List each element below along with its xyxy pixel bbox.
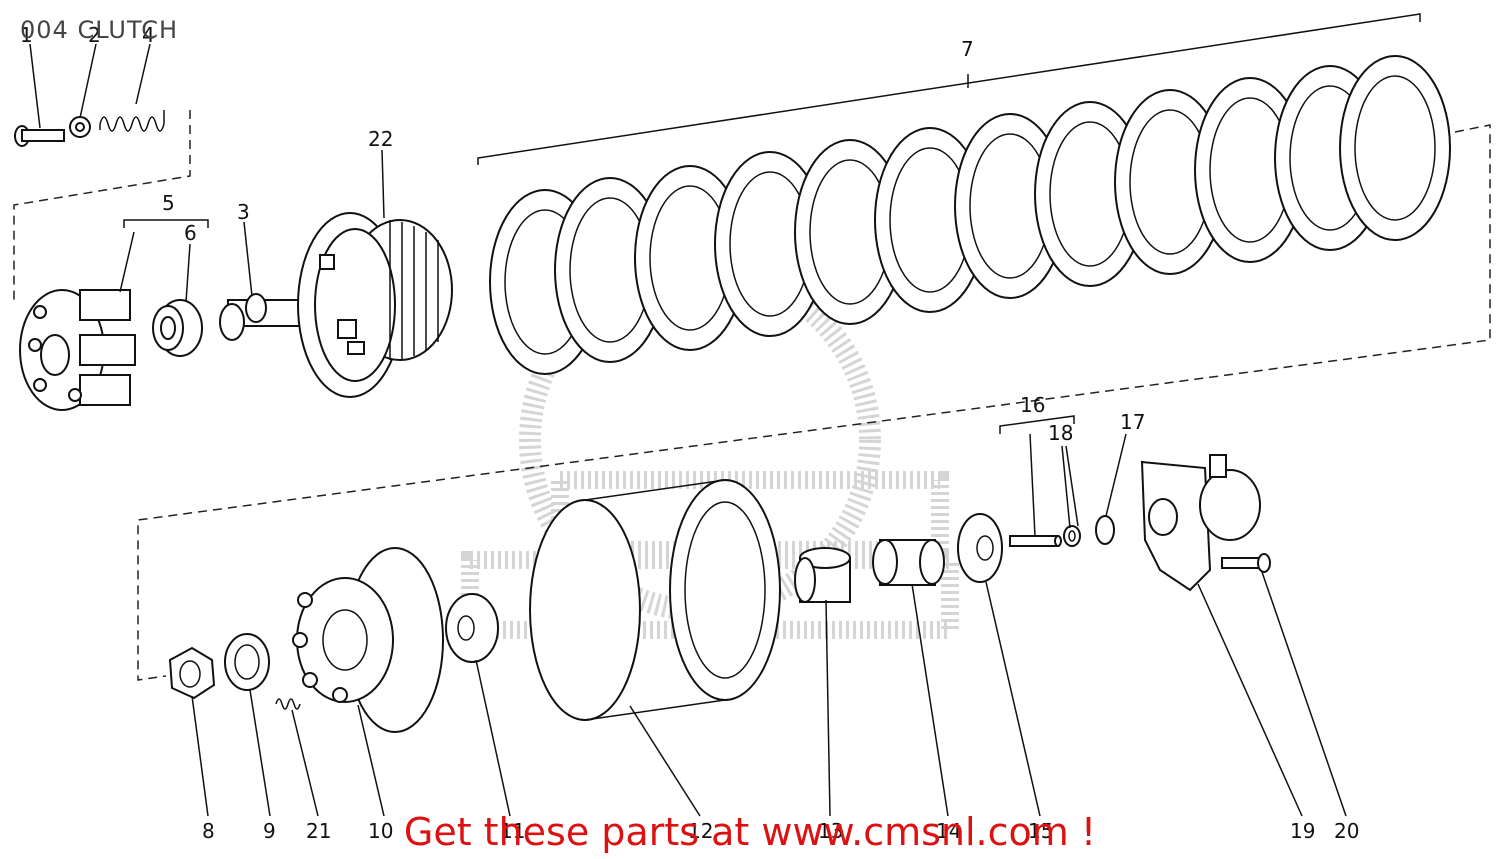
leader-lines [29,43,1347,817]
callout-2: 2 [88,23,101,47]
callout-11: 11 [500,819,525,843]
callout-6: 6 [184,221,197,245]
washer-part-2 [69,116,91,138]
callout-1: 1 [20,23,33,47]
lock-washer-part-9 [224,633,270,691]
pressure-plate-part-5 [19,289,136,411]
hub-part-10 [292,547,444,733]
callout-16: 16 [1020,393,1045,417]
circlip-part-17 [1095,515,1115,545]
bracket-5 [123,219,209,228]
callout-9: 9 [263,819,276,843]
thrust-washer-part-15 [957,513,1003,583]
callout-4: 4 [142,23,155,47]
assembly-frame-upper [13,110,191,300]
callout-13: 13 [818,819,843,843]
bracket-16 [999,415,1075,434]
nut-part-8 [168,646,216,700]
spring-part-4 [99,110,165,132]
callout-18: 18 [1048,421,1073,445]
o-rings-part-18 [1063,525,1081,547]
spring-part-21 [275,698,301,710]
clutch-plates-part-7 [489,55,1451,375]
assembly-frame-lower [137,124,1491,681]
callout-10: 10 [368,819,393,843]
slave-cylinder-part-19 [1140,454,1261,592]
callout-21: 21 [306,819,331,843]
callout-15: 15 [1028,819,1053,843]
callout-17: 17 [1120,410,1145,434]
inner-drum-part-12 [529,479,781,721]
bracket-7 [477,13,1421,165]
callout-7: 7 [961,37,974,61]
callout-5: 5 [162,191,175,215]
callout-19: 19 [1290,819,1315,843]
sleeve-part-14 [872,539,945,586]
callout-3: 3 [237,200,250,224]
callout-8: 8 [202,819,215,843]
diagram-title: 004 CLUTCH [20,16,178,44]
bolt-part-1 [14,125,65,147]
callout-labels: 1 2 4 5 6 3 22 7 16 18 17 8 9 21 10 11 1… [20,23,1359,843]
push-rod-part-16 [1009,535,1062,547]
bearing-part-6 [152,299,203,357]
pushrod-part-3 [219,293,315,341]
callout-12: 12 [688,819,713,843]
callout-14: 14 [936,819,961,843]
clutch-housing-part-22 [297,212,453,398]
promo-banner-link[interactable]: Get these parts at www.cmsnl.com ! [403,810,1097,854]
bolt-part-20 [1221,553,1271,573]
callout-20: 20 [1334,819,1359,843]
thrust-washer-part-11 [445,593,499,663]
callout-22: 22 [368,127,393,151]
bushing-part-13 [794,547,851,603]
